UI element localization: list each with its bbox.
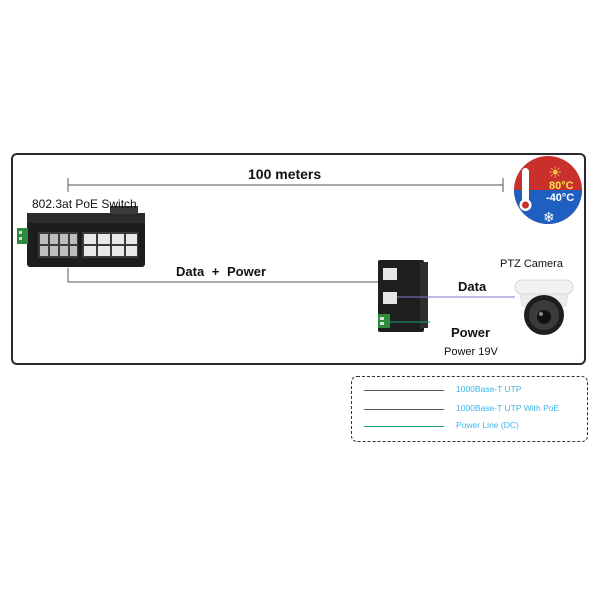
ptz-camera-icon: [514, 279, 574, 335]
poe-splitter-device: [378, 260, 428, 332]
data-label: Data: [458, 279, 487, 294]
switch-label: 802.3at PoE Switch: [32, 197, 137, 211]
temperature-range-badge: ☀ ❄: [514, 156, 582, 226]
poe-switch-device: [17, 206, 145, 267]
svg-text:☀: ☀: [548, 163, 562, 182]
power-voltage-label: Power 19V: [444, 346, 498, 358]
power-label: Power: [451, 325, 491, 340]
link-label: Data + Power: [176, 264, 267, 279]
legend-swatch: [364, 426, 444, 427]
legend-swatch: [364, 390, 444, 391]
legend-item: 1000Base-T UTP: [352, 383, 587, 399]
temperature-high-label: 80°C: [549, 180, 574, 192]
legend-label: Power Line (DC): [456, 420, 519, 430]
svg-text:❄: ❄: [543, 210, 555, 226]
legend-label: 1000Base-T UTP: [456, 384, 522, 394]
distance-label: 100 meters: [248, 166, 322, 182]
distance-line: [67, 178, 504, 192]
legend-item: 1000Base-T UTP With PoE: [352, 402, 587, 418]
legend-label: 1000Base-T UTP With PoE: [456, 403, 560, 413]
legend-swatch: [364, 409, 444, 410]
temperature-low-label: -40°C: [546, 192, 575, 204]
camera-label: PTZ Camera: [500, 258, 563, 270]
legend-box: 1000Base-T UTP 1000Base-T UTP With PoE P…: [351, 376, 588, 442]
poe-link-line: [67, 268, 380, 283]
legend-item: Power Line (DC): [352, 419, 587, 435]
